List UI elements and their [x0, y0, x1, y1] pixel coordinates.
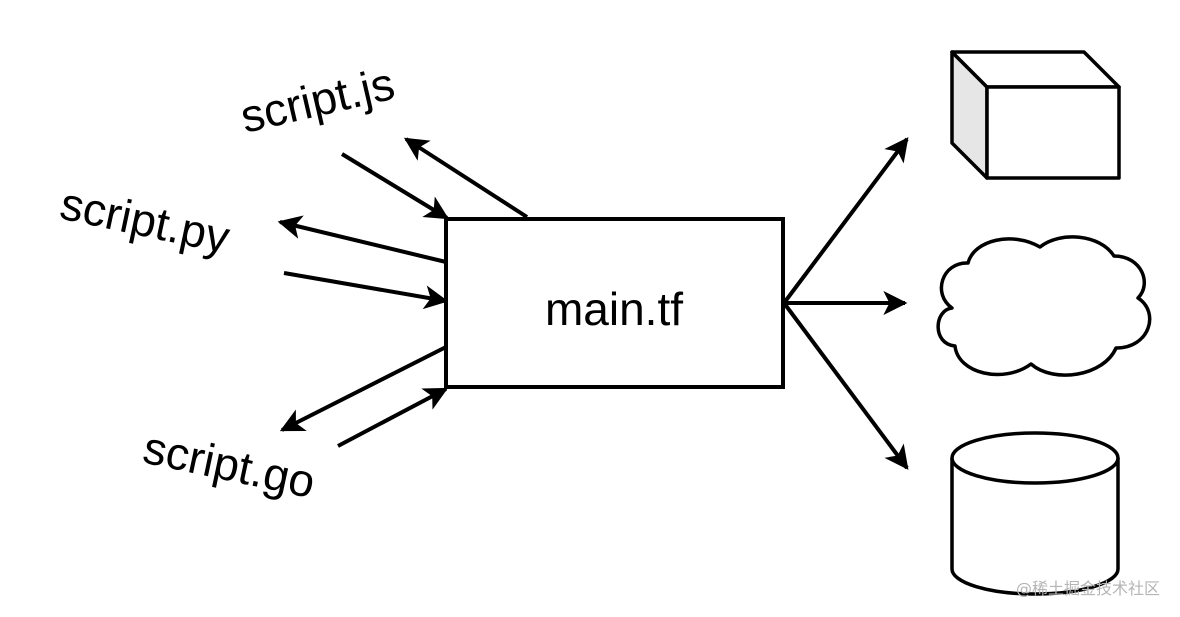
- script-py-label: script.py: [56, 177, 234, 263]
- arrow-main-to-database: [782, 301, 909, 470]
- watermark-text: @稀土掘金技术社区: [1016, 579, 1160, 598]
- main-tf-label: main.tf: [545, 283, 683, 335]
- script-arrows: [277, 137, 529, 448]
- arrow-main-to-go: [279, 345, 447, 432]
- arrow-js-to-main: [340, 152, 450, 220]
- box-icon-front-face: [985, 85, 1121, 180]
- database-icon-body: [950, 458, 1120, 596]
- arrow-main-to-py: [277, 215, 447, 264]
- script-js-label: script.js: [236, 57, 400, 143]
- database-icon-top: [950, 431, 1120, 485]
- box-icon: [950, 50, 1121, 180]
- main-tf-box: [444, 217, 785, 389]
- resource-arrows: [782, 137, 909, 470]
- arrow-main-to-box: [782, 137, 909, 305]
- arrow-py-to-main: [283, 271, 449, 310]
- arrow-main-to-js: [403, 137, 529, 219]
- script-go-label: script.go: [139, 421, 320, 508]
- database-icon: [950, 431, 1120, 596]
- cloud-icon: [936, 235, 1152, 377]
- arrow-go-to-main: [337, 387, 449, 448]
